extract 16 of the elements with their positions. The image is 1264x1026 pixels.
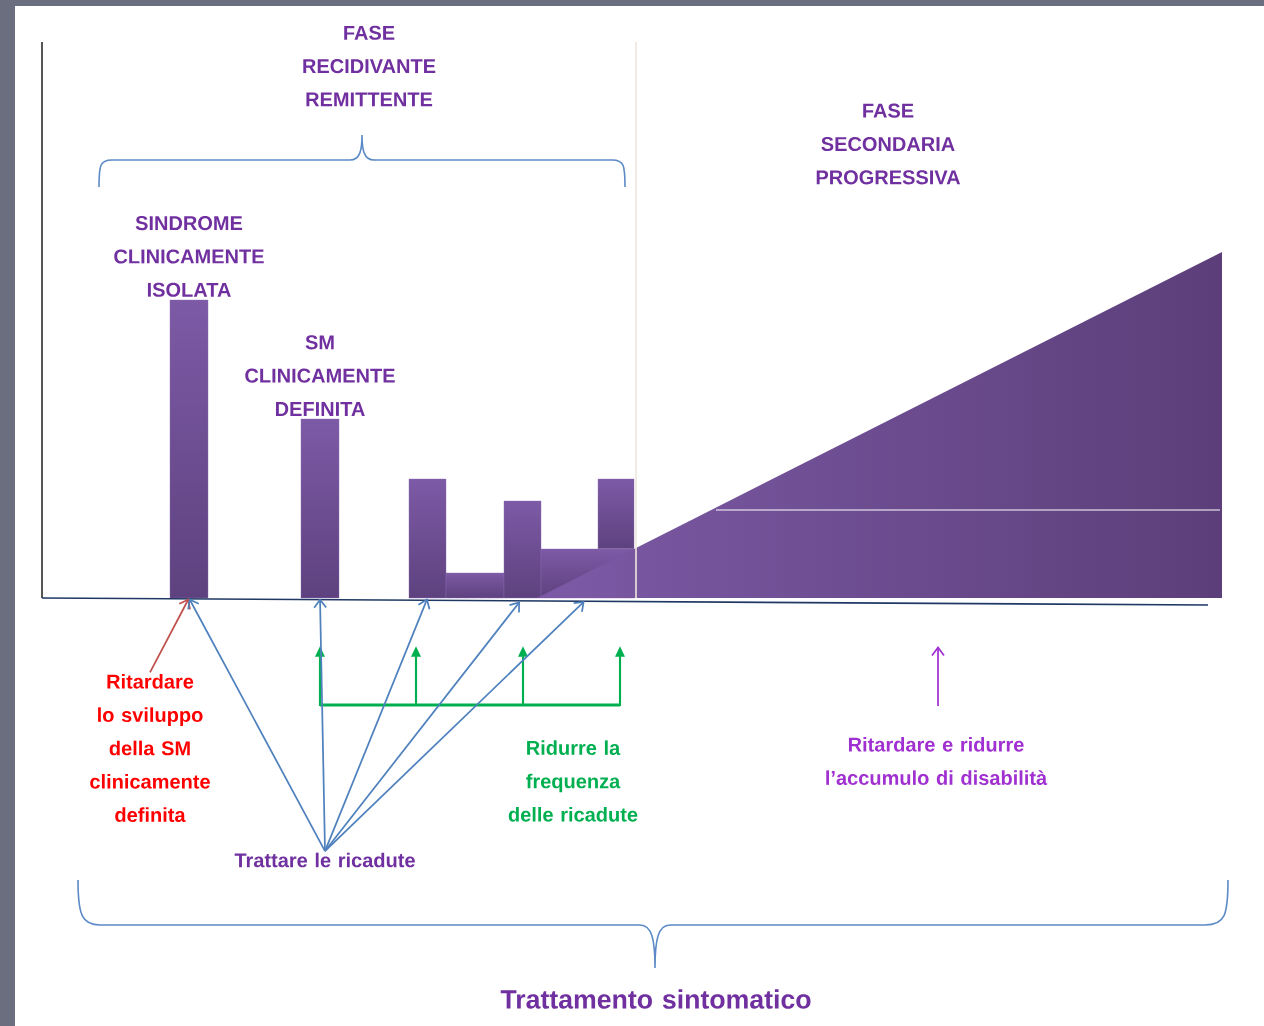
title-text: Trattamento sintomatico [500, 989, 811, 1009]
phase-title: FASE SECONDARIA PROGRESSIVA [816, 103, 961, 185]
arrow [149, 598, 191, 674]
bar [597, 478, 635, 550]
arrow [324, 598, 431, 852]
bar [445, 572, 505, 599]
goal-text: Ridurre la frequenza delle ricadute [508, 740, 638, 822]
bar-label: SINDROME CLINICAMENTE ISOLATA [114, 216, 264, 297]
goal-text: Ritardare e ridurre l’accumulo di disabilità [826, 737, 1048, 785]
arrow [313, 598, 328, 852]
bar-label: SM CLINICAMENTE DEFINITA [245, 335, 395, 416]
goal-text: Trattare le ricadute [234, 852, 415, 868]
phase-title: FASE RECIDIVANTE REMITTENTE [303, 25, 436, 107]
goal-text: Ritardare lo sviluppo della SM clinicamente definita [90, 674, 210, 822]
arrow [187, 598, 326, 852]
arrow [324, 601, 585, 852]
